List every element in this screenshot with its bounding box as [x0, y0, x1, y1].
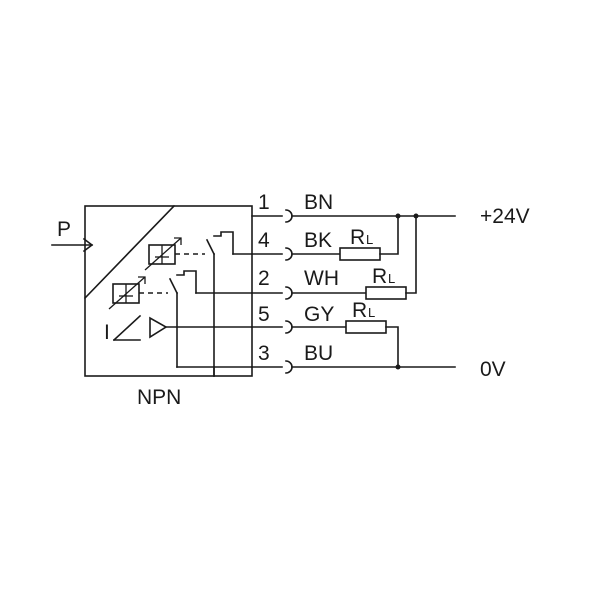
- load-resistor-bk: [339, 247, 381, 261]
- pin-5-color: GY: [304, 303, 334, 326]
- pin-3-color: BU: [304, 342, 333, 365]
- adjust-arrow-2: [108, 276, 146, 310]
- analog-ramp: [112, 314, 142, 342]
- load-gy-sub: L: [368, 305, 375, 320]
- pin-4-number: 4: [258, 229, 270, 252]
- input-label: P: [57, 218, 71, 241]
- pin-4-color: BK: [304, 229, 332, 252]
- switch-2-blade: [168, 277, 179, 295]
- pin-1-connector: [285, 209, 293, 223]
- load-resistor-wh: [365, 286, 407, 300]
- junction-dot: [395, 364, 401, 370]
- switch-element-1: [144, 231, 234, 377]
- adjust-arrow-1: [144, 237, 182, 271]
- pin-5-number: 5: [258, 303, 270, 326]
- pin-1-number: 1: [258, 191, 270, 214]
- load-gy-label: R: [352, 299, 367, 322]
- junction-dot: [395, 213, 401, 219]
- load-bk-label: R: [350, 226, 365, 249]
- load-bk-sub: L: [366, 232, 373, 247]
- analog-output-label: I: [104, 321, 110, 344]
- supply-positive-label: +24V: [480, 205, 530, 228]
- pin-4-connector: [285, 247, 293, 261]
- pin-2-connector: [285, 286, 293, 300]
- load-wh-sub: L: [388, 271, 395, 286]
- supply-ground-label: 0V: [480, 358, 506, 381]
- junction-dot: [413, 213, 419, 219]
- switch-1-contact: [213, 231, 234, 255]
- switch-1-blade: [205, 238, 216, 256]
- pin-3-number: 3: [258, 342, 270, 365]
- analog-output: I: [104, 314, 253, 344]
- sensor-housing: [83, 204, 253, 377]
- pin-1-color: BN: [304, 191, 333, 214]
- pin-2-color: WH: [304, 267, 339, 290]
- pin-5-connector: [285, 320, 293, 334]
- switch-element-2: [108, 270, 197, 368]
- housing-diagonal: [83, 204, 176, 300]
- internal-wiring: [176, 253, 253, 377]
- pin-3-connector: [285, 360, 293, 374]
- amplifier-triangle: [149, 316, 168, 339]
- terminals: 1 BN 4 BK R L 2 WH R L 5 GY R L: [251, 191, 456, 374]
- pin-2-number: 2: [258, 267, 270, 290]
- pressure-input: P: [51, 218, 94, 253]
- load-resistor-gy: [345, 320, 387, 334]
- input-arrow-head: [82, 237, 94, 253]
- switch-2-contact: [176, 270, 197, 294]
- output-type-label: NPN: [137, 386, 181, 409]
- load-wh-label: R: [372, 265, 387, 288]
